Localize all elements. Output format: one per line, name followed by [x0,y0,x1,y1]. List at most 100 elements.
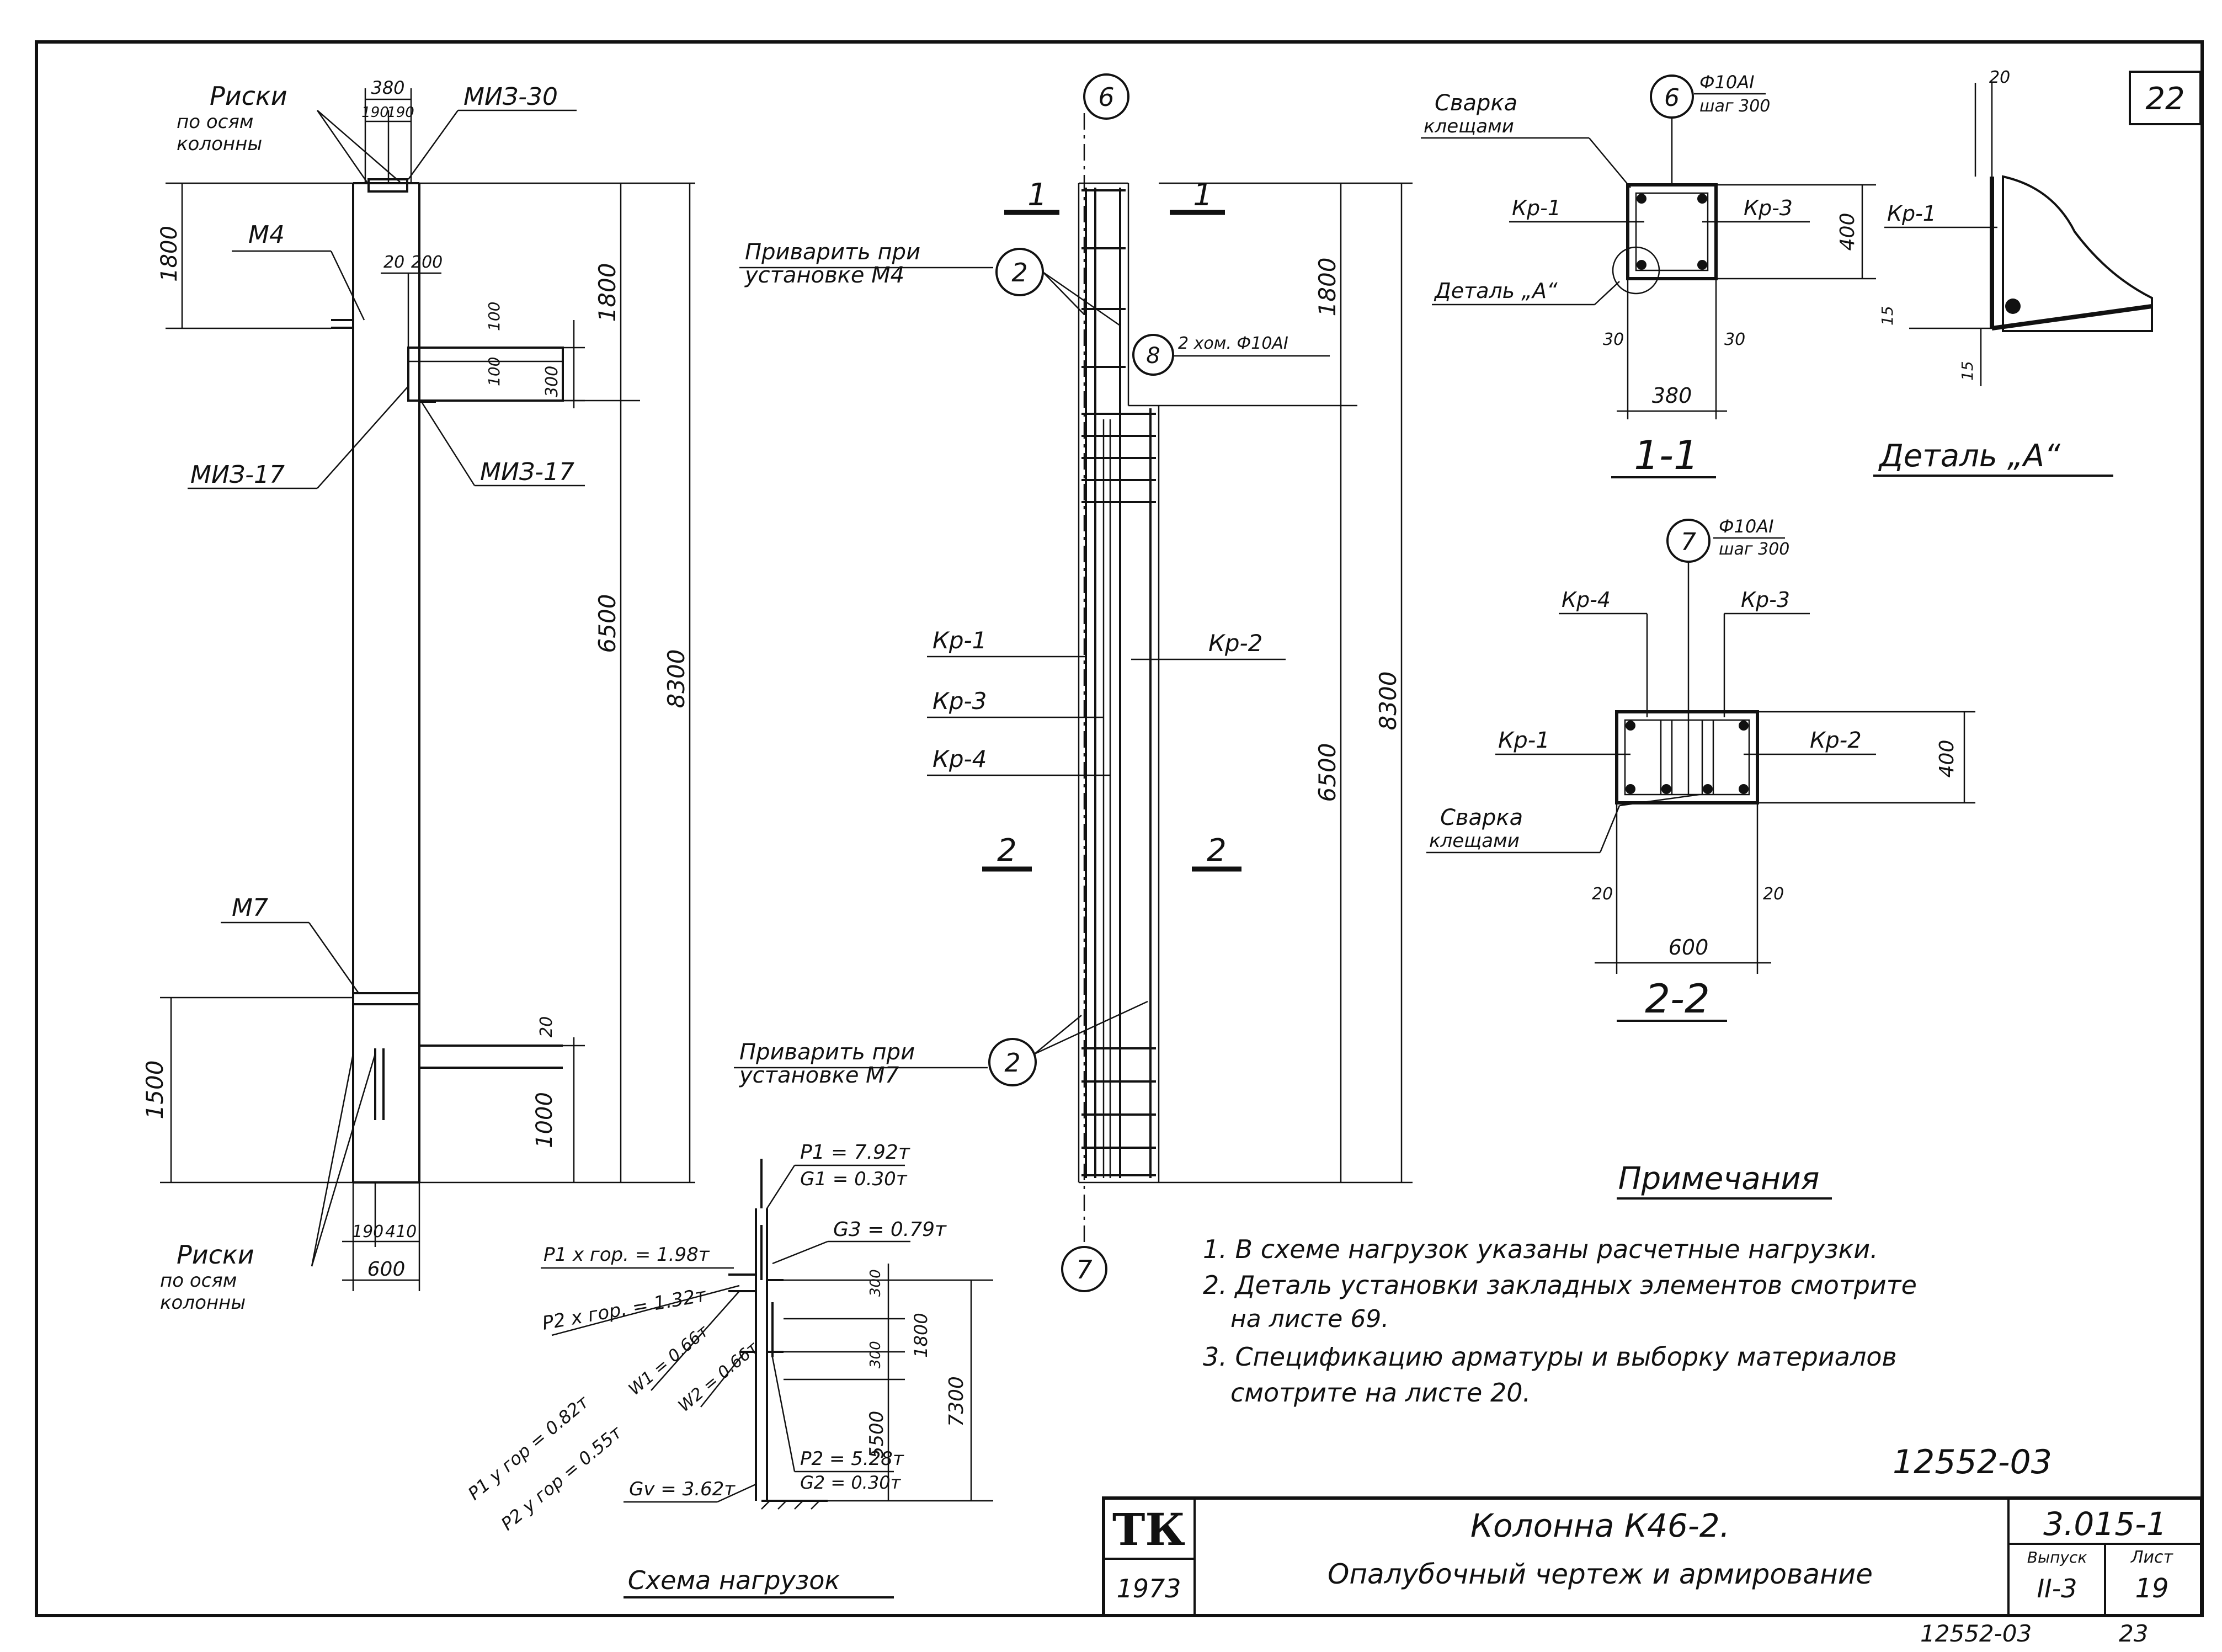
reinforcement-view: 6 7 1 1 2 2 [734,73,1413,1292]
sec22-weld-line2: клещами [1429,830,1520,852]
sec22-bar: Ф10АI [1719,516,1774,537]
console-miz17 [407,347,564,402]
risks-top-line1: Риски [210,81,287,111]
label-m4: М4 [248,221,285,249]
formwork-view: 380 190 190 Риски по осям колонны МИЗ-30… [141,77,695,1314]
sec22-d20a: 20 [1592,884,1613,904]
callout-2-bottom-label: 2 [1004,1048,1020,1078]
axis-bottom: 7 [1076,1255,1092,1285]
dim-6500-reinf: 6500 [1314,743,1341,802]
label-kr3: Кр-3 [933,688,987,715]
page-bottom: 23 [2119,1620,2148,1647]
dim-8300: 8300 [663,649,690,708]
label-kr4: Кр-4 [933,745,987,772]
sec22-d400: 400 [1936,740,1958,778]
dim-1000: 1000 [532,1092,557,1148]
risks-bottom-line2: по осям [160,1270,237,1292]
sec11-d380: 380 [1652,383,1692,408]
load-g2: G2 = 0.30т [800,1472,902,1493]
section-1-1: 6 Ф10АI шаг 300 Сварка клещами Кр-1 Кр-3… [1421,72,1876,478]
dim-8300-reinf: 8300 [1374,672,1402,731]
sec11-weld-line1: Сварка [1435,90,1517,116]
risks-bottom-line1: Риски [177,1240,254,1270]
callout-2-bottom [988,1038,1037,1086]
load-d1800: 1800 [910,1313,931,1357]
title-sub: Опалубочный чертеж и армирование [1328,1558,1873,1590]
dim-100-a: 100 [485,302,503,331]
label-miz17-left: МИЗ-17 [190,461,285,489]
load-p2-hor: P2 x гор. = 1.32т [541,1284,708,1335]
detailA-title: Деталь „А“ [1878,438,2061,474]
dim-190-b: 190 [387,104,414,121]
risks-bottom-line3: колонны [160,1292,246,1314]
load-title: Схема нагрузок [628,1565,840,1595]
sec22-step: шаг 300 [1719,540,1789,559]
axis-top: 6 [1098,82,1114,112]
sec11-title: 1-1 [1634,432,1699,478]
load-p1-hor-y: P1 y гор = 0.82т [464,1391,593,1504]
detailA-d20: 20 [1989,68,2010,87]
note-line-4: 3. Спецификацию арматуры и выборку матер… [1203,1342,1897,1372]
detail-a-circle [1612,246,1660,295]
title-issue-label: Выпуск [2027,1548,2087,1566]
sec22-kr2: Кр-2 [1810,728,1862,753]
dim-100-b: 100 [485,357,503,386]
load-d5500: 5500 [866,1411,888,1459]
section-2-2: 7 Ф10АI шаг 300 Кр-4 Кр-3 Кр-1 Кр-2 Свар… [1426,516,1975,1022]
sec22-title: 2-2 [1645,976,1710,1022]
load-p2-hor-y: P2 y гор = 0.55т [497,1421,626,1534]
sec11-kr3: Кр-3 [1744,196,1793,220]
callout-8 [1132,334,1174,376]
note-line-5: смотрите на листе 20. [1230,1378,1531,1408]
dim-190-c: 190 [352,1222,383,1241]
sec11-step: шаг 300 [1699,97,1770,116]
notes-title: Примечания [1618,1161,1820,1197]
load-d300b: 300 [867,1341,884,1368]
load-g1: G1 = 0.30т [800,1168,908,1190]
weld-m7-line2: установке М7 [739,1063,899,1088]
weld-m7-line1: Приварить при [739,1040,915,1065]
section-2-right: 2 [1207,833,1227,868]
notes: Примечания 1. В схеме нагрузок указаны р… [1203,1161,1917,1408]
dim-1500: 1500 [141,1061,168,1120]
load-g3: G3 = 0.79т [833,1218,947,1241]
callout-2-top-label: 2 [1011,258,1027,287]
sec22-kr4: Кр-4 [1562,588,1611,612]
dim-1800-right: 1800 [594,263,621,322]
detailA-d15b: 15 [1958,361,1976,381]
doc-code-bottom: 12552-03 [1920,1620,2032,1647]
risks-top-line2: по осям [177,111,253,133]
doc-code-top: 12552-03 [1893,1443,2052,1482]
load-gv: Gv = 3.62т [629,1478,736,1500]
dim-380-top: 380 [371,77,404,98]
corner-number-box [2129,71,2202,125]
sec22-d20b: 20 [1763,884,1784,904]
title-sheet-label: Лист [2130,1548,2174,1567]
dim-20: 20 [383,253,404,272]
corner-number: 22 [2145,81,2184,117]
callout-8-label: 8 [1146,343,1160,369]
weld-m4-line1: Приварить при [745,239,920,265]
title-sheet-value: 19 [2135,1573,2168,1604]
label-kr2: Кр-2 [1208,630,1262,657]
sec22-weld-line1: Сварка [1440,805,1523,830]
weld-m4-line2: установке М4 [744,263,904,288]
sec11-d30b: 30 [1724,330,1745,349]
sec11-bar: Ф10АI [1699,72,1755,93]
detailA-d15a: 15 [1878,306,1896,326]
note-line-1: 1. В схеме нагрузок указаны расчетные на… [1203,1234,1878,1264]
title-logo: ТК [1112,1504,1185,1555]
title-issue-value: II-3 [2037,1574,2077,1603]
sec11-weld-line2: клещами [1424,115,1514,137]
sec11-d400: 400 [1836,213,1859,251]
sec11-d30a: 30 [1603,330,1624,349]
axis-bubble-bottom [1061,1246,1107,1292]
title-series: 3.015-1 [2043,1505,2167,1543]
load-scheme: P1 = 7.92т G1 = 0.30т G3 = 0.79т P1 x го… [464,1141,993,1598]
load-p2: P2 = 5.28т [800,1448,904,1470]
detailA-kr1: Кр-1 [1887,201,1936,226]
label-m7: М7 [232,894,268,922]
load-d300a: 300 [867,1269,884,1297]
dim-20-b: 20 [537,1016,556,1037]
